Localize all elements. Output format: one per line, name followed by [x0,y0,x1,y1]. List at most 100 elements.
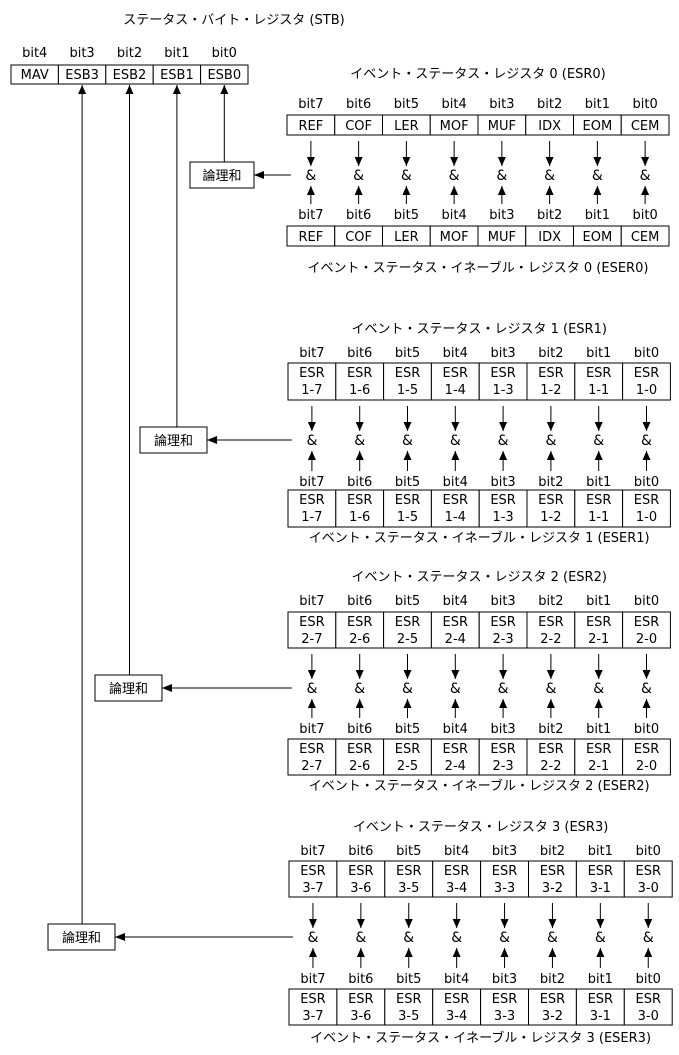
esr-bit-label: bit4 [443,346,468,361]
eser-bit-label: bit0 [634,722,659,737]
eser-bit-label: bit7 [299,722,324,737]
arrow-down-head [500,919,509,928]
eser-bit-label: bit2 [540,972,565,987]
eser-cell-name: REF [299,230,324,245]
eser-cell-name: ESR [588,992,614,1007]
arrow-down-head [548,919,557,928]
esr-cell-index: 1-2 [540,383,561,398]
eser-register-title: イベント・ステータス・イネーブル・レジスタ 3 (ESER3) [310,1030,651,1046]
arrow-left-head [162,684,172,692]
logical-or-box [189,161,255,189]
logical-or-label: 論理和 [154,433,193,449]
esr-cell-name: ESR [490,366,516,381]
eser-bit-label: bit1 [585,208,610,223]
esr-cell-name: IDX [538,119,561,134]
and-gate-symbol: & [307,930,318,946]
arrow-up-head [548,948,557,957]
arrow-down-head [403,422,412,431]
esr-register-title: イベント・ステータス・レジスタ 3 (ESR3) [353,820,608,835]
logical-or-label: 論理和 [202,168,241,184]
arrow-down-head [402,157,411,166]
stb-title: ステータス・バイト・レジスタ (STB) [123,13,344,28]
eser-register-title: イベント・ステータス・イネーブル・レジスタ 2 (ESER2) [309,778,650,794]
eser-cell-index: 3-4 [446,1009,467,1024]
eser-bit-label: bit7 [298,208,323,223]
arrow-down-head [403,670,412,679]
eser-cell-name: CEM [631,230,660,245]
esr-register-title: イベント・ステータス・レジスタ 0 (ESR0) [350,67,605,82]
esr-cell-name: ESR [492,864,518,879]
eser-bit-label: bit0 [634,475,659,490]
logical-or-box [47,923,116,951]
eser-bit-label: bit4 [443,475,468,490]
eser-cell [287,489,337,528]
arrow-down-head [308,919,317,928]
eser-cell-index: 1-2 [540,510,561,525]
esr-cell [335,611,385,649]
eser-cell-name: ESR [586,742,612,757]
eser-cell-name: ESR [538,742,564,757]
arrow-down-head [594,670,603,679]
eser-cell [478,738,528,776]
and-gate-symbol: & [449,168,460,184]
esr-register-title: イベント・ステータス・レジスタ 2 (ESR2) [351,570,606,585]
stb-bit-name: MAV [21,68,49,83]
arrow-down-head [404,919,413,928]
eser-cell [288,988,338,1026]
arrow-up-head [499,451,508,460]
eser-cell-name: ESR [443,493,469,508]
eser-cell-index: 1-3 [492,510,513,525]
esr-cell-name: ESR [347,366,373,381]
eser-cell-index: 1-6 [349,510,370,525]
eser-cell-index: 1-7 [301,510,322,525]
stb-bit-name: ESB3 [65,68,99,83]
esr-cell [478,362,528,401]
esr-bit-label: bit4 [444,844,469,859]
esr-cell-name: ESR [443,366,469,381]
and-gate-symbol: & [306,681,317,697]
eser-bit-label: bit7 [299,475,324,490]
stb-bit-name: ESB1 [160,68,194,83]
eser-bit-label: bit2 [538,475,563,490]
esr-cell-name: EOM [583,119,613,134]
eser-cell-name: MUF [488,230,516,245]
esr-cell-name: ESR [490,615,516,630]
arrow-up-head [355,451,364,460]
esr-cell-name: ESR [586,615,612,630]
esr-cell-index: 1-5 [397,383,418,398]
stb-arrow-head [125,85,134,94]
eser-cell-name: COF [345,230,372,245]
stb-bit-label: bit4 [22,46,47,61]
esr-cell [478,611,528,649]
eser-bit-label: bit1 [588,972,613,987]
and-gate-symbol: & [545,433,556,449]
eser-cell-index: 2-3 [492,759,513,774]
eser-cell [574,489,624,528]
eser-cell-name: MOF [440,230,469,245]
arrow-down-head [499,670,508,679]
eser-cell [383,489,432,528]
arrow-up-head [355,699,364,708]
esr-cell-name: CEM [631,119,660,134]
and-gate-symbol: & [595,930,606,946]
arrow-up-head [546,699,555,708]
esr-bit-label: bit6 [347,346,372,361]
esr-bit-label: bit2 [537,97,562,112]
eser-bit-label: bit5 [395,722,420,737]
esr-cell [432,860,482,898]
esr-bit-label: bit7 [299,346,324,361]
esr-cell-index: 3-0 [638,881,659,896]
eser-cell-index: 3-1 [590,1009,611,1024]
eser-cell [622,489,671,528]
stb-bit-label: bit3 [69,46,94,61]
eser-cell [526,738,576,776]
eser-bit-label: bit3 [492,972,517,987]
and-gate-symbol: & [640,168,651,184]
esr-cell-index: 2-0 [636,632,657,647]
eser-bit-label: bit0 [633,208,658,223]
esr-bit-label: bit3 [489,97,514,112]
eser-cell-index: 1-4 [445,510,466,525]
esr-cell-index: 1-6 [349,383,370,398]
esr-cell-name: LER [394,119,419,134]
esr-cell-index: 1-3 [492,383,513,398]
